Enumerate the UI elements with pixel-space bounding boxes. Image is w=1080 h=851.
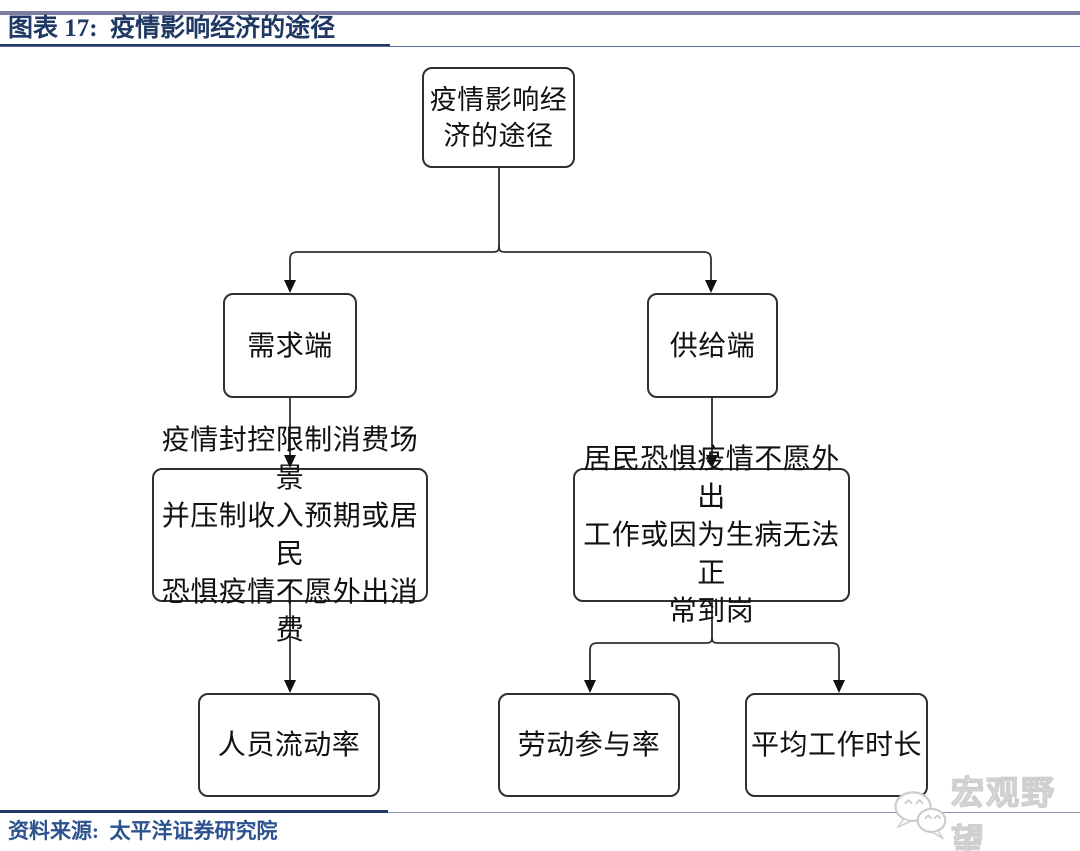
flow-node-mobility: 人员流动率 — [198, 693, 380, 797]
flow-node-demand: 需求端 — [223, 293, 357, 398]
flow-node-hours: 平均工作时长 — [745, 693, 928, 797]
flow-node-supply-detail: 居民恐惧疫情不愿外出 工作或因为生病无法正 常到岗 — [573, 443, 850, 626]
flow-node-mobility-label: 人员流动率 — [217, 729, 361, 760]
wechat-bubbles-icon — [894, 791, 947, 840]
flow-node-demand-detail-label: 疫情封控限制消费场景 并压制收入预期或居民 恐惧疫情不愿外出消费 — [161, 424, 419, 645]
flow-node-participation: 劳动参与率 — [498, 693, 680, 797]
figure-title: 图表 17: 疫情影响经济的途径 — [8, 15, 336, 42]
footer-rule-thick — [0, 810, 388, 813]
flow-node-supply: 供给端 — [647, 293, 778, 398]
title-underline-thin — [0, 46, 1080, 47]
watermark-text: 宏观野望 — [950, 773, 1056, 851]
top-rule — [0, 11, 1080, 15]
flow-node-demand-detail: 疫情封控限制消费场景 并压制收入预期或居民 恐惧疫情不愿外出消费 — [152, 424, 428, 645]
title-underline-thick — [0, 44, 390, 47]
flow-node-root: 疫情影响经 济的途径 — [422, 67, 575, 168]
flow-node-supply-detail-label: 居民恐惧疫情不愿外出 工作或因为生病无法正 常到岗 — [583, 443, 840, 626]
footer-rule-thin — [0, 812, 1080, 813]
watermark: 宏观野望 — [890, 766, 1080, 851]
flow-node-participation-label: 劳动参与率 — [517, 729, 661, 760]
flow-node-demand-label: 需求端 — [247, 329, 333, 361]
source-text: 资料来源: 太平洋证券研究院 — [8, 819, 278, 843]
flow-node-hours-label: 平均工作时长 — [750, 729, 922, 760]
flow-node-supply-label: 供给端 — [669, 329, 756, 361]
flow-node-root-label: 疫情影响经 济的途径 — [429, 84, 568, 151]
